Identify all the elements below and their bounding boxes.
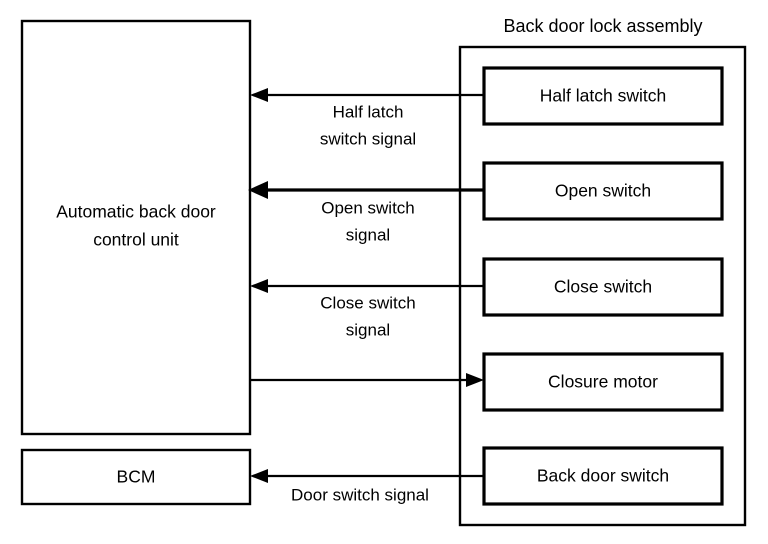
closure-motor-label: Closure motor xyxy=(548,372,658,392)
connector-close-switch-signal xyxy=(250,279,484,293)
close-switch-box xyxy=(482,257,724,317)
control-unit-label-line2: control unit xyxy=(93,230,179,250)
control-unit-box xyxy=(20,19,252,436)
closure-motor-drive-arrowhead-icon xyxy=(466,373,484,387)
connector-door-switch-signal xyxy=(250,469,484,483)
close-switch-signal-label-line1: Close switch xyxy=(320,293,415,312)
open-switch-signal-label-line1: Open switch xyxy=(321,198,415,217)
control-unit-label-line1: Automatic back door xyxy=(56,202,216,222)
bcm-box xyxy=(20,448,252,506)
open-switch-box xyxy=(482,161,724,221)
half-latch-signal-label-line2: switch signal xyxy=(320,129,416,148)
close-switch-label: Close switch xyxy=(554,277,652,297)
connector-half-latch-switch-signal xyxy=(250,88,484,102)
closure-motor-box xyxy=(482,352,724,412)
bcm-label: BCM xyxy=(117,467,156,487)
open-switch-signal-label-line2: signal xyxy=(346,225,390,244)
close-switch-signal-arrowhead-icon xyxy=(250,279,268,293)
half-latch-signal-label-line1: Half latch xyxy=(333,102,404,121)
open-switch-label: Open switch xyxy=(555,181,651,201)
close-switch-signal-label-line2: signal xyxy=(346,320,390,339)
half-latch-signal-arrowhead-icon xyxy=(250,88,268,102)
half-latch-switch-box xyxy=(482,66,724,126)
assembly-group-title: Back door lock assembly xyxy=(503,16,702,36)
back-door-switch-box xyxy=(482,446,724,506)
connector-open-switch-signal xyxy=(248,181,484,199)
half-latch-switch-label: Half latch switch xyxy=(540,86,666,106)
door-switch-signal-arrowhead-icon xyxy=(250,469,268,483)
door-switch-signal-label: Door switch signal xyxy=(291,485,429,504)
open-switch-signal-arrowhead-icon xyxy=(248,181,268,199)
back-door-switch-label: Back door switch xyxy=(537,466,669,486)
connector-closure-motor-drive xyxy=(250,373,484,387)
